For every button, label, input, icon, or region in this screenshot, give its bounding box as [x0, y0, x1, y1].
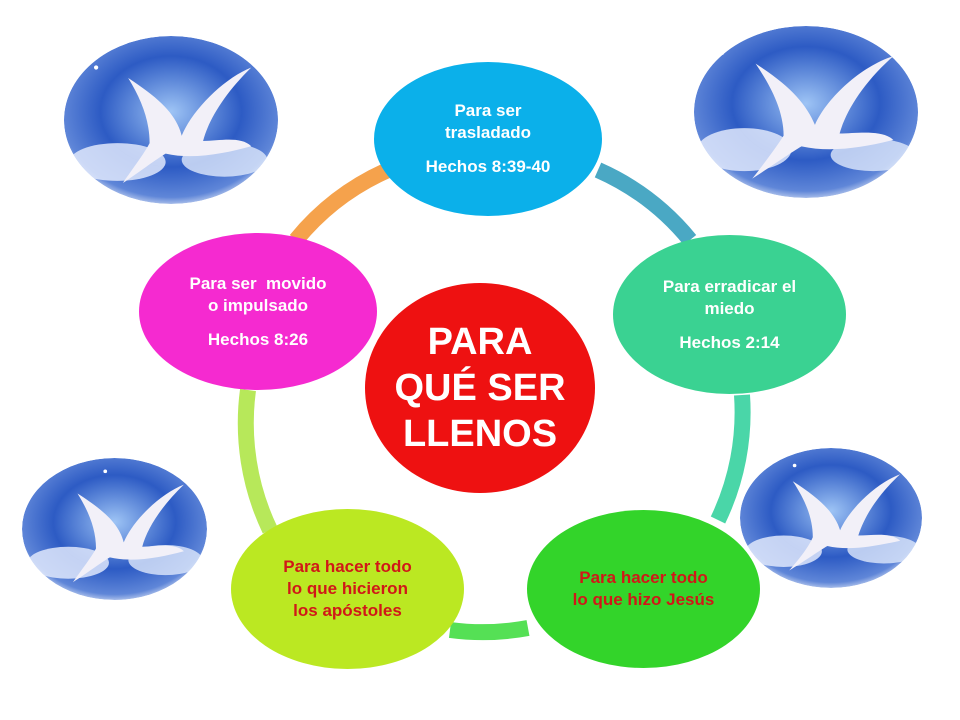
node-trasladado: Para ser trasladado Hechos 8:39-40 — [374, 62, 602, 216]
node-label-line: los apóstoles — [293, 601, 402, 620]
node-label-line: Para hacer todo — [579, 568, 708, 587]
dove-icon — [22, 458, 207, 600]
dove-icon — [740, 448, 922, 588]
node-label-line: Para ser — [454, 101, 522, 120]
node-label-line: trasladado — [445, 123, 531, 142]
node-erradicar-miedo: Para erradicar el miedo Hechos 2:14 — [613, 235, 846, 394]
arc-right-bottom — [710, 394, 751, 524]
node-hacer-lo-que-hizo-jesus: Para hacer todo lo que hizo Jesús — [527, 510, 760, 668]
arc-top-right — [594, 162, 697, 246]
node-hacer-lo-que-hicieron-apostoles: Para hacer todo lo que hicieron los após… — [231, 509, 464, 669]
center-circle: PARA QUÉ SER LLENOS — [365, 283, 595, 493]
dove-icon — [64, 36, 278, 204]
node-label-line: miedo — [704, 298, 755, 318]
arc-bottom-left — [237, 388, 278, 534]
node-reference: Hechos 8:26 — [207, 329, 309, 349]
node-label-line: Para hacer todo — [283, 557, 412, 576]
arc-bottom — [448, 620, 530, 641]
node-reference: Hechos 8:39-40 — [425, 157, 551, 176]
node-label-line: Para ser movido — [189, 273, 327, 293]
center-title-line-1: PARA — [427, 321, 533, 363]
node-reference: Hechos 2:14 — [679, 332, 780, 352]
node-label-line: Para erradicar el — [662, 276, 797, 296]
dove-icon — [694, 26, 918, 198]
center-title-line-3: LLENOS — [402, 413, 558, 455]
node-label-line: lo que hicieron — [287, 579, 408, 598]
arc-left-top — [289, 162, 392, 246]
node-label-line: o impulsado — [207, 295, 309, 315]
node-movido-impulsado: Para ser movido o impulsado Hechos 8:26 — [139, 233, 377, 390]
node-label-line: lo que hizo Jesús — [572, 590, 715, 609]
center-title-line-2: QUÉ SER — [394, 367, 566, 409]
